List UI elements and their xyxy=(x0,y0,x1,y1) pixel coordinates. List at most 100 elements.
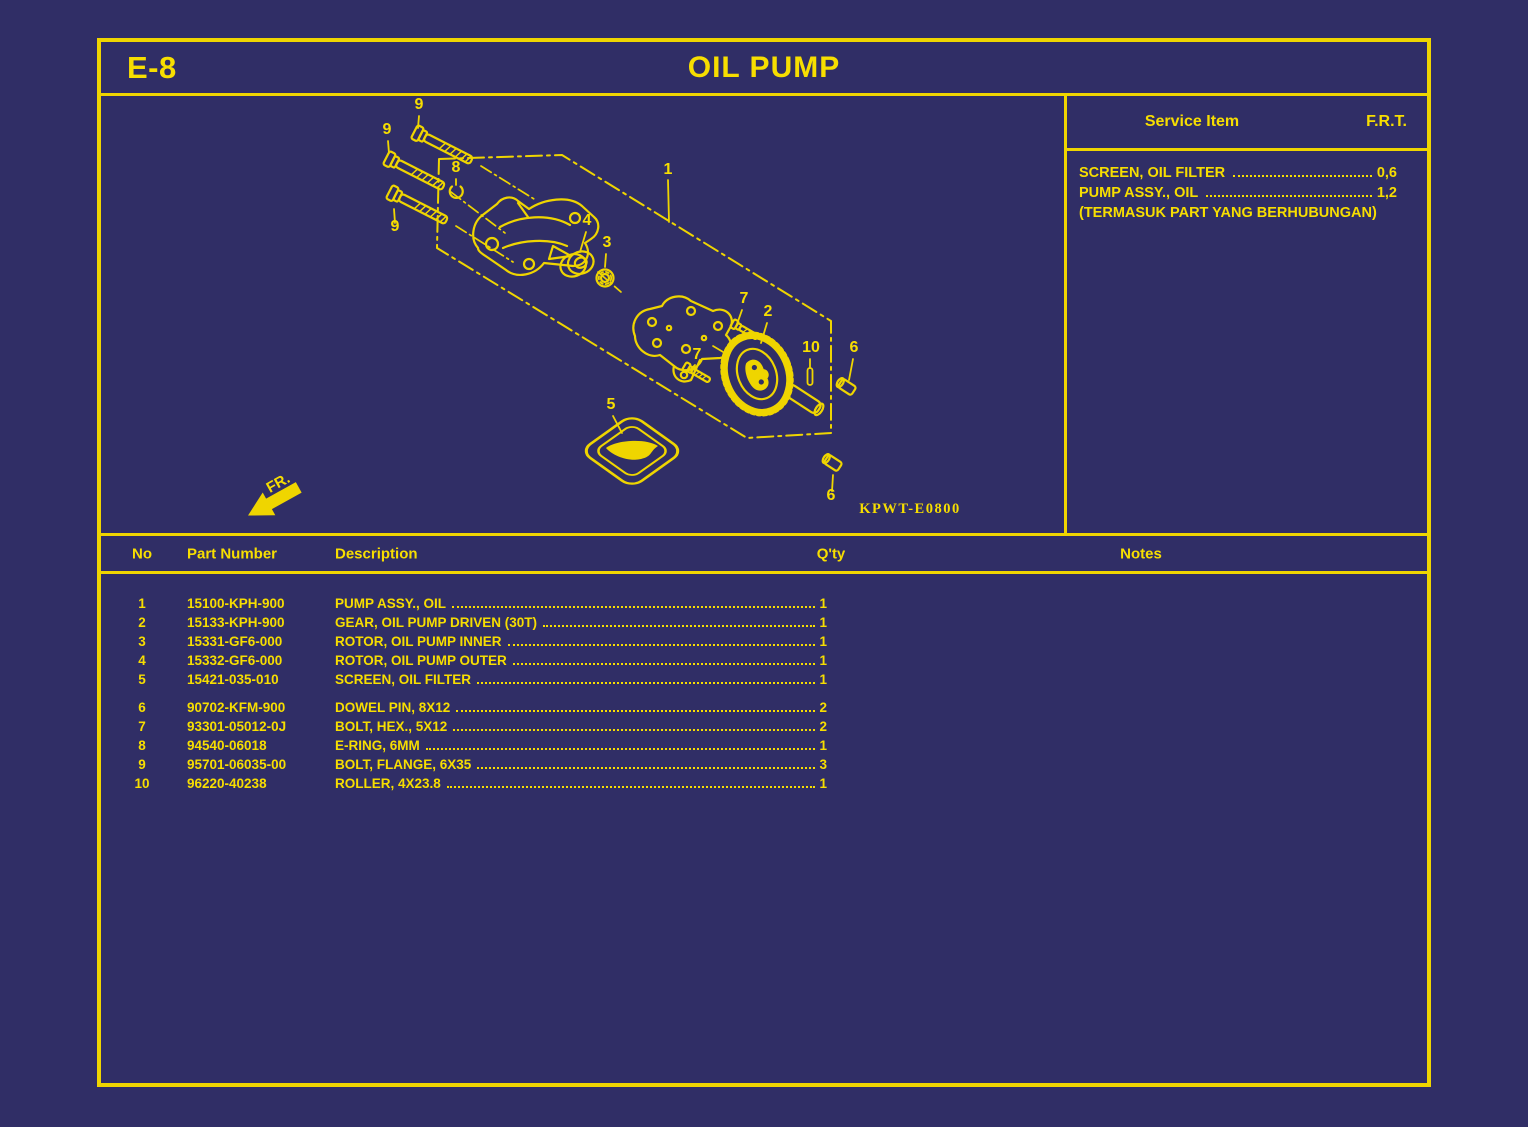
service-item-name: SCREEN, OIL FILTER xyxy=(1079,165,1226,181)
inner-rotor-drawing xyxy=(595,268,615,288)
callout-label: 9 xyxy=(391,218,400,235)
callout-label: 4 xyxy=(583,212,592,229)
service-item-heading: Service Item xyxy=(1144,113,1240,130)
service-panel-header: Service Item F.R.T. xyxy=(1067,96,1427,151)
dotted-leader xyxy=(477,672,816,684)
title-bar: E-8 OIL PUMP xyxy=(101,42,1427,96)
row-number-cell: 8 xyxy=(138,738,146,753)
row-number-cell: 3 xyxy=(138,634,146,649)
row-number-cell: 1 xyxy=(138,596,146,611)
qty-cell: 1 xyxy=(819,596,827,611)
qty-cell: 1 xyxy=(819,738,827,753)
frt-heading: F.R.T. xyxy=(1366,113,1407,130)
pump-shaft-drawing xyxy=(784,384,825,417)
dotted-leader xyxy=(425,738,816,750)
fr-direction-arrow: FR. xyxy=(248,470,302,516)
part-number-cell: 95701-06035-00 xyxy=(187,757,287,772)
callout-leader-line xyxy=(736,309,743,325)
dotted-leader xyxy=(512,653,816,665)
callout-label: 6 xyxy=(827,487,836,504)
row-number-cell: 4 xyxy=(138,653,146,668)
dotted-leader xyxy=(543,615,816,627)
description-cell: BOLT, HEX., 5X12 xyxy=(335,719,448,734)
page-code: E-8 xyxy=(127,49,177,85)
description-cell: BOLT, FLANGE, 6X35 xyxy=(335,757,472,772)
pump-body-drawing xyxy=(472,196,600,276)
column-header-description: Description xyxy=(335,545,418,562)
table-row: 7 93301-05012-0J BOLT, HEX., 5X12 2 xyxy=(101,719,1427,738)
diagram-code: KPWT-E0800 xyxy=(859,501,960,517)
callout-leader-line xyxy=(667,179,670,223)
row-number-cell: 2 xyxy=(138,615,146,630)
qty-cell: 1 xyxy=(819,776,827,791)
description-cell: ROTOR, OIL PUMP OUTER xyxy=(335,653,507,668)
qty-cell: 1 xyxy=(819,672,827,687)
description-cell: ROTOR, OIL PUMP INNER xyxy=(335,634,502,649)
callout-leader-line xyxy=(579,231,587,253)
table-row: 8 94540-06018 E-RING, 6MM 1 xyxy=(101,738,1427,757)
part-number-cell: 93301-05012-0J xyxy=(187,719,287,734)
qty-cell: 1 xyxy=(819,634,827,649)
service-item-panel: Service Item F.R.T. SCREEN, OIL FILTER 0… xyxy=(1064,96,1427,533)
dotted-leader xyxy=(1233,164,1372,177)
description-cell: E-RING, 6MM xyxy=(335,738,420,753)
qty-cell: 2 xyxy=(819,700,827,715)
description-cell: GEAR, OIL PUMP DRIVEN (30T) xyxy=(335,615,538,630)
callout-label: 1 xyxy=(664,161,673,178)
callout-leader-line xyxy=(831,474,834,492)
part-number-cell: 15421-035-010 xyxy=(187,672,279,687)
part-number-cell: 96220-40238 xyxy=(187,776,267,791)
table-row: 3 15331-GF6-000 ROTOR, OIL PUMP INNER 1 xyxy=(101,634,1427,653)
page-frame: E-8 OIL PUMP xyxy=(97,38,1431,1087)
callout-label: 3 xyxy=(603,234,612,251)
description-cell: PUMP ASSY., OIL xyxy=(335,596,447,611)
service-panel-note: (TERMASUK PART YANG BERHUBUNGAN) xyxy=(1079,205,1377,221)
column-header-part-number: Part Number xyxy=(187,545,278,562)
oil-screen-drawing xyxy=(584,417,680,485)
table-row: 5 15421-035-010 SCREEN, OIL FILTER 1 xyxy=(101,672,1427,691)
dotted-leader xyxy=(456,700,816,712)
callout-leader-line xyxy=(689,364,696,371)
callout-leader-line xyxy=(387,140,390,154)
qty-cell: 3 xyxy=(819,757,827,772)
column-header-qty: Q'ty xyxy=(816,545,846,562)
dotted-leader xyxy=(446,776,816,788)
callout-label: 6 xyxy=(850,339,859,356)
callout-leader-line xyxy=(612,415,623,434)
row-number-cell: 5 xyxy=(138,672,146,687)
qty-cell: 1 xyxy=(819,653,827,668)
callout-label: 5 xyxy=(607,396,616,413)
row-number-cell: 7 xyxy=(138,719,146,734)
service-panel-body: SCREEN, OIL FILTER 0,6 PUMP ASSY., OIL 1… xyxy=(1067,151,1427,223)
service-item-frt-value: 1,2 xyxy=(1376,185,1397,201)
part-number-cell: 15133-KPH-900 xyxy=(187,615,285,630)
qty-cell: 1 xyxy=(819,615,827,630)
dotted-leader xyxy=(453,719,816,731)
callout-label: 8 xyxy=(452,159,461,176)
part-number-cell: 94540-06018 xyxy=(187,738,267,753)
service-item-row: SCREEN, OIL FILTER 0,6 xyxy=(1079,163,1397,183)
callout-label: 9 xyxy=(383,121,392,138)
row-number-cell: 9 xyxy=(138,757,146,772)
dotted-leader xyxy=(507,634,816,646)
callout-leader-line xyxy=(417,115,420,129)
table-row: 1 15100-KPH-900 PUMP ASSY., OIL 1 xyxy=(101,596,1427,615)
table-row: 9 95701-06035-00 BOLT, FLANGE, 6X35 3 xyxy=(101,757,1427,776)
part-number-cell: 90702-KFM-900 xyxy=(187,700,286,715)
row-number-cell: 10 xyxy=(134,776,150,791)
part-number-cell: 15332-GF6-000 xyxy=(187,653,283,668)
roller-drawing xyxy=(806,367,814,386)
pump-cover-plate-drawing xyxy=(632,295,733,383)
service-item-name: PUMP ASSY., OIL xyxy=(1079,185,1199,201)
service-item-frt-value: 0,6 xyxy=(1376,165,1397,181)
callout-label: 7 xyxy=(693,346,702,363)
service-item-row: PUMP ASSY., OIL 1,2 xyxy=(1079,183,1397,203)
part-number-cell: 15331-GF6-000 xyxy=(187,634,283,649)
flange-bolt-drawing xyxy=(409,123,476,169)
callout-label: 10 xyxy=(802,339,820,356)
callout-label: 7 xyxy=(740,290,749,307)
parts-table-header: No Part Number Description Q'ty Notes xyxy=(101,533,1427,574)
part-number-cell: 15100-KPH-900 xyxy=(187,596,285,611)
